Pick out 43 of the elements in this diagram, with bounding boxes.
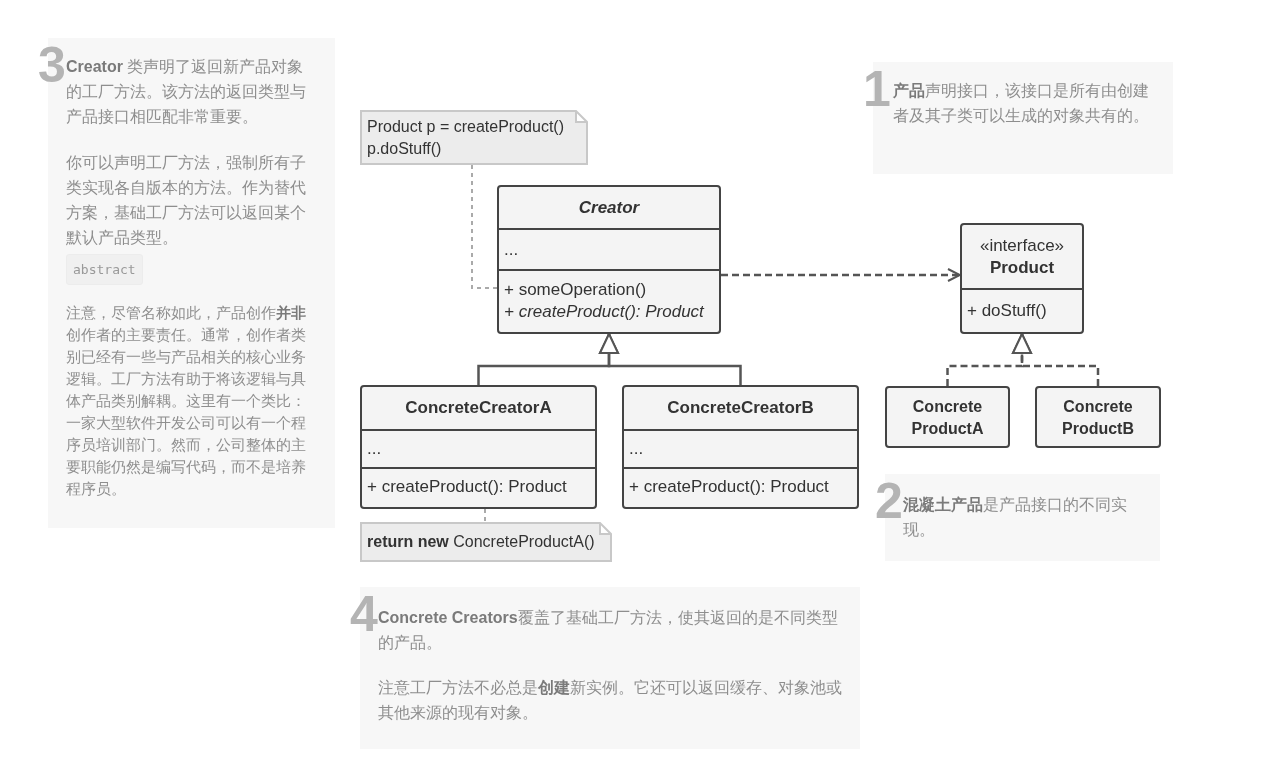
note-text: 注意，尽管名称如此，产品创作并非创作者的主要责任。通常，创作者类别已经有一些与产品相关的核心业务逻辑。工厂方法有助于将该逻辑与具体产品类别解耦。这里有一个类比：一家大型软件开发公司可以有一个程序员培训部门。然而，公司整体的主要职能仍然是编写代码，而不是培养程序员。 bbox=[66, 304, 307, 499]
class-name: ConcreteCreatorA bbox=[405, 397, 552, 419]
note-text: 混凝土产品是产品接口的不同实现。 bbox=[903, 496, 1128, 540]
code-line: p.doStuff() bbox=[367, 138, 442, 159]
dashed-arrow bbox=[721, 268, 961, 282]
method-compartment: + createProduct(): Product bbox=[624, 467, 857, 505]
dashed-arrow bbox=[1012, 333, 1100, 386]
note-text: 产品声明接口，该接口是所有由创建者及其子类可以生成的对象共有的。 bbox=[893, 81, 1150, 126]
code-keyword: abstract bbox=[66, 254, 143, 285]
inheritance-arrow bbox=[599, 333, 742, 385]
class-name: Creator bbox=[578, 196, 640, 219]
method-signature: + someOperation() bbox=[504, 278, 648, 301]
step-number: 3 bbox=[38, 40, 66, 90]
attribute-compartment: ... bbox=[499, 228, 719, 269]
note-text: Concrete Creators覆盖了基础工厂方法，使其返回的是不同类型的产品。 bbox=[378, 609, 839, 653]
method-compartment: + doStuff() bbox=[962, 288, 1082, 332]
class-name: Product bbox=[989, 256, 1055, 279]
step-number: 1 bbox=[863, 64, 891, 114]
class-box bbox=[1035, 386, 1161, 448]
note-link bbox=[484, 508, 486, 523]
class-box bbox=[885, 386, 1010, 448]
class-box bbox=[960, 223, 1084, 334]
class-box bbox=[360, 385, 597, 509]
attribute-compartment: ... bbox=[362, 429, 595, 467]
note-text: 注意工厂方法不必总是创建新实例。它还可以返回缓存、对象池或其他来源的现有对象。 bbox=[378, 678, 843, 723]
method-compartment: + createProduct(): Product bbox=[362, 467, 595, 505]
attribute-compartment: ... bbox=[624, 429, 857, 467]
class-name: Concrete ProductB bbox=[1061, 397, 1135, 439]
class-box bbox=[497, 185, 721, 334]
method-signature: + createProduct(): Product bbox=[504, 300, 706, 323]
code-note bbox=[360, 522, 612, 562]
code-line: return new ConcreteProductA() bbox=[367, 532, 595, 552]
note-link bbox=[471, 164, 498, 289]
note-text: 你可以声明工厂方法，强制所有子类实现各自版本的方法。作为替代方案，基础工厂方法可以返回某个默认产品类型。 bbox=[66, 153, 307, 248]
note-text: Creator 类声明了返回新产品对象的工厂方法。该方法的返回类型与产品接口相匹配非常重要。 bbox=[66, 58, 307, 127]
step-number: 2 bbox=[875, 476, 903, 526]
class-name: Concrete ProductA bbox=[910, 397, 985, 439]
class-name: ConcreteCreatorB bbox=[667, 397, 814, 419]
code-line: Product p = createProduct() bbox=[367, 116, 564, 137]
step-number: 4 bbox=[350, 589, 378, 639]
code-note bbox=[360, 110, 588, 165]
stereotype: «interface» bbox=[979, 234, 1065, 257]
class-box bbox=[622, 385, 859, 509]
